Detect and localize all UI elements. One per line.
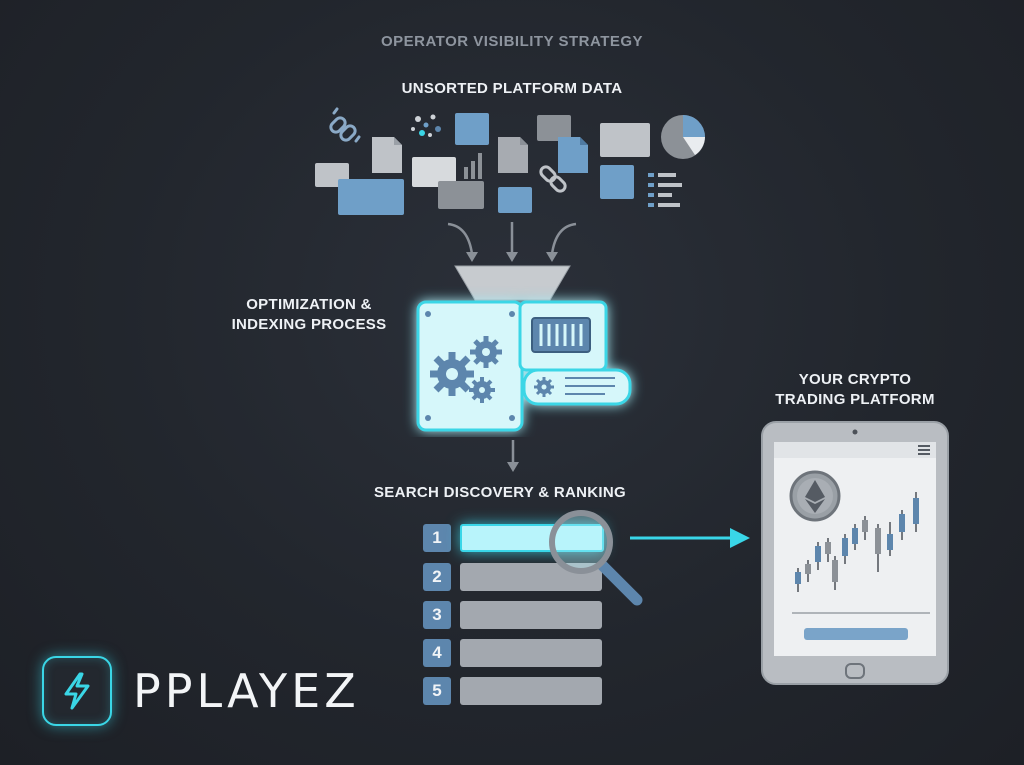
target-label-line1: YOUR CRYPTO <box>798 371 912 388</box>
gear-icon <box>430 352 474 396</box>
menu-icon <box>918 445 930 455</box>
data-block <box>438 181 484 209</box>
arrow-right-icon <box>630 528 750 548</box>
target-label: YOUR CRYPTO TRADING PLATFORM <box>755 370 955 410</box>
curved-arrow-icon <box>550 222 577 255</box>
processing-machine <box>416 265 632 432</box>
link-icon <box>329 107 361 143</box>
link-icon <box>539 165 567 193</box>
arrow-down-icon <box>507 440 519 472</box>
unsorted-data-cluster <box>315 107 705 215</box>
data-block <box>455 113 489 145</box>
rank-bar <box>460 639 602 667</box>
rank-number: 5 <box>423 677 451 705</box>
document-icon <box>558 137 588 173</box>
rank-number: 2 <box>423 563 451 591</box>
gear-icon <box>469 377 495 403</box>
lightning-bolt-icon <box>64 672 90 710</box>
brand-logo <box>42 656 112 726</box>
magnifying-glass-icon <box>549 510 643 606</box>
brand-name: PPLAYEZ <box>133 664 360 718</box>
scatter-dots-icon <box>411 114 441 137</box>
bar-chart-icon <box>464 153 482 179</box>
ethereum-coin-icon <box>789 470 841 522</box>
candlestick-chart <box>795 492 919 592</box>
diagram-title: OPERATOR VISIBILITY STRATEGY <box>380 33 644 50</box>
input-data-label: UNSORTED PLATFORM DATA <box>401 80 623 97</box>
process-label-line1: OPTIMIZATION & <box>246 296 372 313</box>
rank-bar <box>460 601 602 629</box>
data-block <box>600 123 650 157</box>
process-label-line2: INDEXING PROCESS <box>231 316 387 333</box>
target-label-line2: TRADING PLATFORM <box>775 391 935 408</box>
document-icon <box>372 137 402 173</box>
funnel-icon <box>454 265 571 301</box>
list-icon <box>648 173 682 207</box>
rank-number: 4 <box>423 639 451 667</box>
process-label: OPTIMIZATION & INDEXING PROCESS <box>216 295 402 335</box>
camera-icon <box>852 429 858 435</box>
document-icon <box>498 137 528 173</box>
data-block <box>600 165 634 199</box>
rank-number: 1 <box>423 524 451 552</box>
rank-number: 3 <box>423 601 451 629</box>
home-button <box>845 663 865 679</box>
curved-arrow-icon <box>447 222 474 255</box>
gear-icon <box>470 336 502 368</box>
input-arrows <box>447 222 577 262</box>
data-block <box>498 187 532 213</box>
action-bar <box>804 628 908 640</box>
gear-icon <box>534 377 554 397</box>
rank-bar <box>460 563 602 591</box>
pie-chart-icon <box>661 115 705 159</box>
rank-bar <box>460 677 602 705</box>
rank-bar-highlighted <box>460 524 604 552</box>
data-block <box>412 157 456 187</box>
vent-icon <box>531 317 591 353</box>
ranking-label: SEARCH DISCOVERY & RANKING <box>374 484 626 501</box>
tablet-device <box>761 421 949 685</box>
data-block <box>338 179 404 215</box>
data-block <box>537 115 571 141</box>
